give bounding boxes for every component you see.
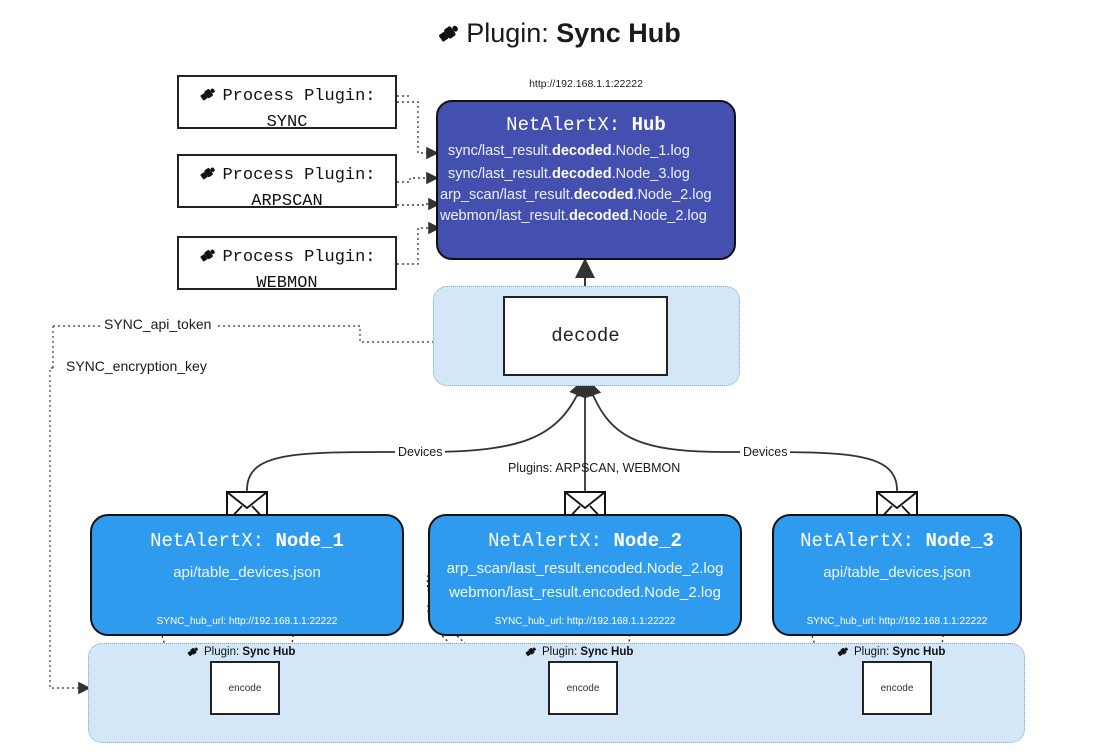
encoder3-caption-prefix: Plugin: [854,646,890,658]
hub-box[interactable]: NetAlertX: Hub sync/last_result.decoded.… [436,100,736,260]
node2-line-1: arp_scan/last_result.encoded.Node_2.log [446,560,724,577]
node2-title: NetAlertX: Node_2 [430,530,740,552]
node-box-node1[interactable]: NetAlertX: Node_1 api/table_devices.json… [90,514,404,636]
plug-icon [198,246,218,273]
node2-hub-url: SYNC_hub_url: http://192.168.1.1:22222 [430,616,740,627]
hub-log-3-post: .Node_2.log [633,187,712,203]
node1-title-name: Node_1 [275,530,344,552]
node2-hub-url-value: http://192.168.1.1:22222 [566,616,676,627]
encoder3-caption-name: Sync Hub [892,646,946,658]
process-plugin-sync[interactable]: Process Plugin: SYNC [177,75,397,132]
node3-title-prefix: NetAlertX: [800,530,915,552]
node2-title-prefix: NetAlertX: [488,530,603,552]
node2-hub-url-label: SYNC_hub_url: [494,616,565,627]
node3-title-name: Node_3 [925,530,994,552]
plug-icon [198,85,218,112]
hub-log-1-post: .Node_1.log [611,143,690,159]
hub-log-2-pre: sync/last_result. [448,166,552,182]
plug-icon [198,164,218,191]
hub-log-1: sync/last_result.decoded.Node_1.log [438,143,734,159]
process-plugin-sync-name: SYNC [266,112,308,132]
page-title-prefix: Plugin: [466,18,549,48]
page-title: Plugin: Sync Hub [0,18,1117,52]
process-plugin-arpscan-name: ARPSCAN [251,191,323,211]
node3-title: NetAlertX: Node_3 [774,530,1020,552]
node3-line-1: api/table_devices.json [823,564,971,581]
hub-title: NetAlertX: Hub [438,114,734,136]
node-box-node2[interactable]: NetAlertX: Node_2 arp_scan/last_result.e… [428,514,742,636]
process-plugin-sync-line1: Process Plugin: [179,85,395,112]
hub-log-4: webmon/last_result.decoded.Node_2.log [438,208,734,224]
hub-log-3-bold: decoded [573,187,634,203]
page-title-name: Sync Hub [556,18,681,48]
hub-title-prefix: NetAlertX: [506,114,621,136]
hub-title-name: Hub [631,114,666,136]
process-plugin-sync-label: Process Plugin: [222,87,376,106]
edge-label-left-devices: Devices [395,445,446,459]
node1-hub-url-label: SYNC_hub_url: [156,616,227,627]
hub-log-4-bold: decoded [568,208,629,224]
process-plugin-arpscan-label: Process Plugin: [222,166,376,185]
hub-log-4-pre: webmon/last_result. [440,208,569,224]
encoder1-caption-name: Sync Hub [242,646,296,658]
node3-hub-url-label: SYNC_hub_url: [806,616,877,627]
encoder2-caption-name: Sync Hub [580,646,634,658]
node3-hub-url-value: http://192.168.1.1:22222 [878,616,988,627]
node1-hub-url: SYNC_hub_url: http://192.168.1.1:22222 [92,616,402,627]
encode-box-2[interactable]: encode [548,661,618,715]
node1-title: NetAlertX: Node_1 [92,530,402,552]
node3-hub-url: SYNC_hub_url: http://192.168.1.1:22222 [774,616,1020,627]
encoder1-caption-prefix: Plugin: [204,646,240,658]
sync-api-token-label: SYNC_api_token [100,316,216,332]
node2-title-name: Node_2 [613,530,682,552]
sync-encryption-key-label: SYNC_encryption_key [62,358,211,374]
plug-icon [836,645,850,661]
plugin-to-hub-connectors [397,95,441,265]
node1-line-1: api/table_devices.json [173,564,321,581]
node2-line-2: webmon/last_result.encoded.Node_2.log [449,584,721,601]
node1-hub-url-value: http://192.168.1.1:22222 [228,616,338,627]
hub-log-4-post: .Node_2.log [628,208,707,224]
process-plugin-webmon-label: Process Plugin: [222,248,376,267]
node1-title-prefix: NetAlertX: [150,530,265,552]
edge-label-right-devices: Devices [740,445,791,459]
process-plugin-webmon-line1: Process Plugin: [179,246,395,273]
hub-address: http://192.168.1.1:22222 [529,78,643,90]
edge-label-center-plugins: Plugins: ARPSCAN, WEBMON [508,461,681,475]
plug-icon [186,645,200,661]
encoder1-caption: Plugin: Sync Hub [186,645,295,661]
node-box-node3[interactable]: NetAlertX: Node_3 api/table_devices.json… [772,514,1022,636]
plug-icon [436,21,462,52]
hub-log-1-bold: decoded [551,143,612,159]
process-plugin-webmon-name: WEBMON [256,273,318,293]
decode-box[interactable]: decode [503,296,668,376]
process-plugin-arpscan-line1: Process Plugin: [179,164,395,191]
encode-box-3[interactable]: encode [862,661,932,715]
hub-log-2-post: .Node_3.log [611,166,690,182]
plug-icon [524,645,538,661]
hub-log-3: arp_scan/last_result.decoded.Node_2.log [438,187,734,203]
hub-log-3-pre: arp_scan/last_result. [440,187,574,203]
encode-box-1[interactable]: encode [210,661,280,715]
process-plugin-webmon[interactable]: Process Plugin: WEBMON [177,236,397,293]
hub-log-2-bold: decoded [551,166,612,182]
encoder3-caption: Plugin: Sync Hub [836,645,945,661]
hub-log-1-pre: sync/last_result. [448,143,552,159]
process-plugin-arpscan[interactable]: Process Plugin: ARPSCAN [177,154,397,211]
encoder2-caption: Plugin: Sync Hub [524,645,633,661]
hub-log-2: sync/last_result.decoded.Node_3.log [438,166,734,182]
encoder2-caption-prefix: Plugin: [542,646,578,658]
